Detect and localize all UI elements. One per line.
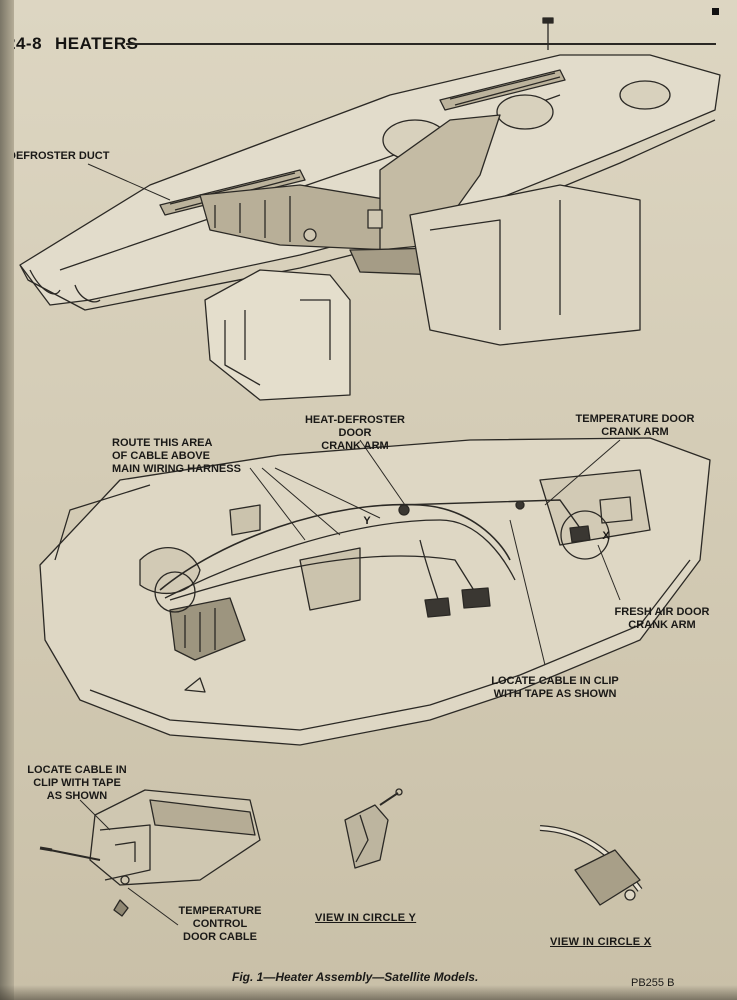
label-fresh-air-door-crank-arm: FRESH AIR DOOR CRANK ARM [614, 606, 710, 631]
label-temperature-door-crank-arm: TEMPERATURE DOOR CRANK ARM [575, 413, 695, 438]
control-head-detail [39, 789, 261, 926]
page-binding-shadow [0, 0, 14, 1000]
label-locate-cable-center: LOCATE CABLE IN CLIP WITH TAPE AS SHOWN [491, 675, 619, 700]
label-locate-cable-left: LOCATE CABLE IN CLIP WITH TAPE AS SHOWN [27, 764, 127, 802]
section-number: 24-8 [6, 34, 43, 53]
page-corner-mark [712, 8, 719, 15]
view-circle-x-detail [539, 825, 643, 906]
label-route-cable: ROUTE THIS AREA OF CABLE ABOVE MAIN WIRI… [112, 437, 241, 475]
label-defroster-duct: DEFROSTER DUCT [8, 150, 110, 162]
label-temperature-control-door-cable: TEMPERATURE CONTROL DOOR CABLE [178, 905, 262, 943]
circle-x-marker: X [602, 530, 610, 542]
view-circle-y-label: VIEW IN CIRCLE Y [315, 912, 417, 924]
defroster-dash-panel [19, 17, 721, 401]
section-title: HEATERS [55, 34, 139, 53]
label-heat-defroster-crank-arm: HEAT-DEFROSTER DOOR CRANK ARM [304, 414, 406, 452]
page-bottom-shadow [0, 985, 737, 1000]
header-rule [126, 43, 716, 45]
view-circle-y-detail [344, 788, 403, 869]
view-circle-x-label: VIEW IN CIRCLE X [550, 936, 652, 948]
circle-y-marker: Y [363, 515, 371, 527]
figure-caption: Fig. 1—Heater Assembly—Satellite Models. [232, 970, 479, 984]
instrument-panel-cable-routing [39, 437, 711, 746]
